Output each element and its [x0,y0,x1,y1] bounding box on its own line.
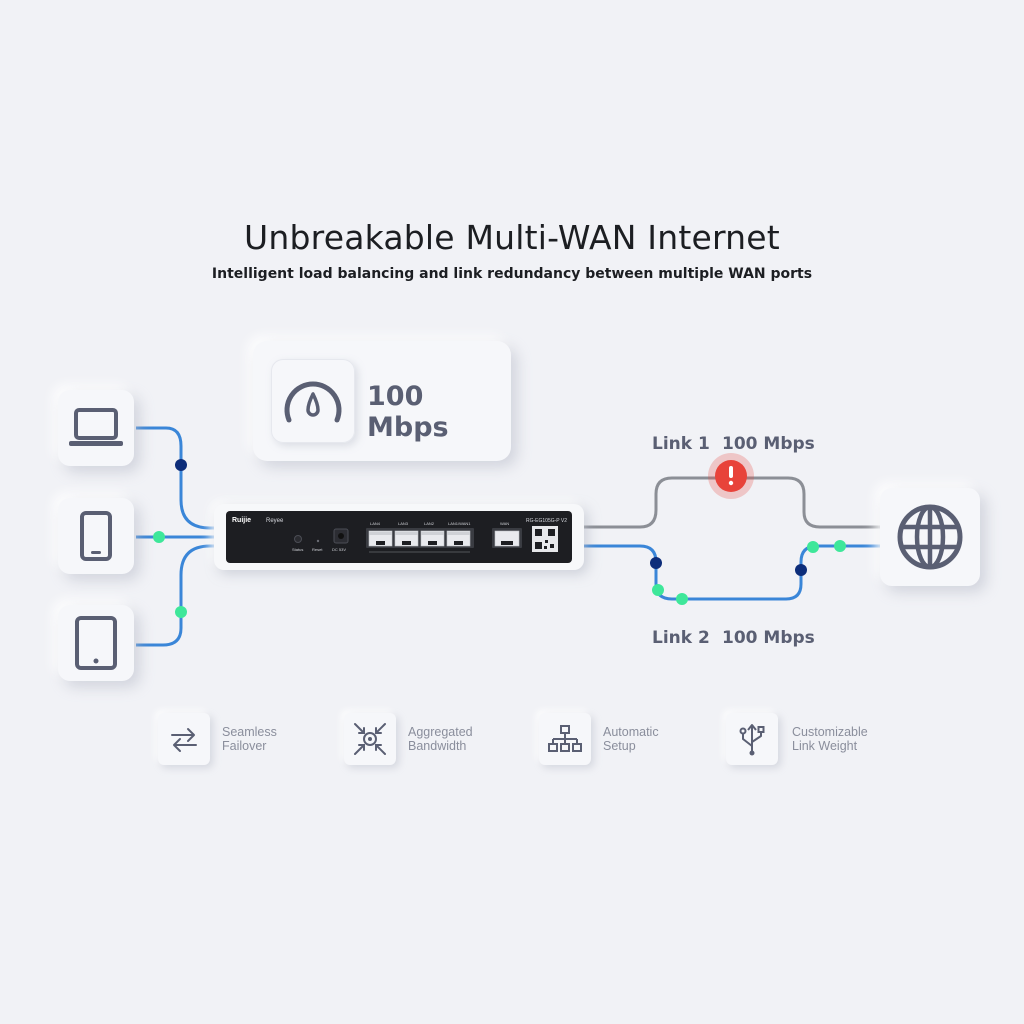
status-label: Status [292,547,303,552]
failover-arrows-icon [158,713,210,765]
reset-label: Reset [312,547,323,552]
speed-icon-box [271,359,355,443]
internet-card [880,488,980,586]
feature-label-line1: Seamless [222,725,277,739]
tablet-link-line [136,544,218,647]
router-device: Ruijie Reyee Status Reset DC 53V LAN4 LA… [226,511,572,563]
feature-label-line2: Setup [603,739,636,753]
phone-link-node [153,531,165,543]
port-label-lan3: LAN3 [398,521,409,526]
port-label-lan2: LAN2 [424,521,435,526]
link2-node-dark-1 [650,557,662,569]
router-brand: Ruijie [232,517,251,524]
link2-node-green-4 [834,540,846,552]
tablet-link-node [175,606,187,618]
network-tree-icon [539,713,591,765]
feature-automatic-setup: Automatic Setup [539,713,693,765]
laptop-icon [69,408,123,446]
feature-label-line1: Aggregated [408,725,473,739]
port-label-lan4: LAN4 [370,521,381,526]
feature-aggregated-bandwidth: Aggregated Bandwidth [344,713,498,765]
usb-branch-icon [726,713,778,765]
alert-icon [708,453,754,499]
router-sub-brand: Reyee [266,518,284,524]
phone-card [58,498,134,574]
speedometer-icon [284,381,342,423]
link1-speed: 100 Mbps [722,434,815,454]
laptop-link-node [175,459,187,471]
feature-seamless-failover: Seamless Failover [158,713,312,765]
tablet-card [58,605,134,681]
dc-label: DC 53V [332,547,346,552]
page-subtitle: Intelligent load balancing and link redu… [211,266,813,282]
port-label-wan: WAN [500,521,509,526]
phone-icon [80,511,112,561]
link2-node-green-3 [807,541,819,553]
router-model: RG-EG105G-P V2 [526,518,567,524]
feature-customizable-link-weight: Customizable Link Weight [726,713,892,765]
router-card: Ruijie Reyee Status Reset DC 53V LAN4 LA… [214,504,584,570]
link1-name: Link 1 [652,434,710,454]
laptop-card [58,390,134,466]
laptop-link-line [136,426,218,530]
feature-label-line2: Bandwidth [408,739,467,753]
feature-label-line2: Link Weight [792,739,858,753]
speed-value: 100 Mbps [367,381,449,443]
link2-node-green-2 [676,593,688,605]
feature-label-line1: Customizable [792,725,868,739]
port-label-lan1: LAN1/WAN1 [448,521,471,526]
globe-icon [897,504,963,570]
page-title: Unbreakable Multi-WAN Internet [244,218,780,257]
feature-label-line2: Failover [222,739,267,753]
link2-name: Link 2 [652,628,710,648]
link2-speed: 100 Mbps [722,628,815,648]
link2-node-green-1 [652,584,664,596]
feature-label-line1: Automatic [603,725,659,739]
aggregate-icon [344,713,396,765]
speed-card: 100 Mbps [253,341,511,461]
link2-line [582,544,882,601]
link2-node-dark-2 [795,564,807,576]
tablet-icon [75,616,117,670]
